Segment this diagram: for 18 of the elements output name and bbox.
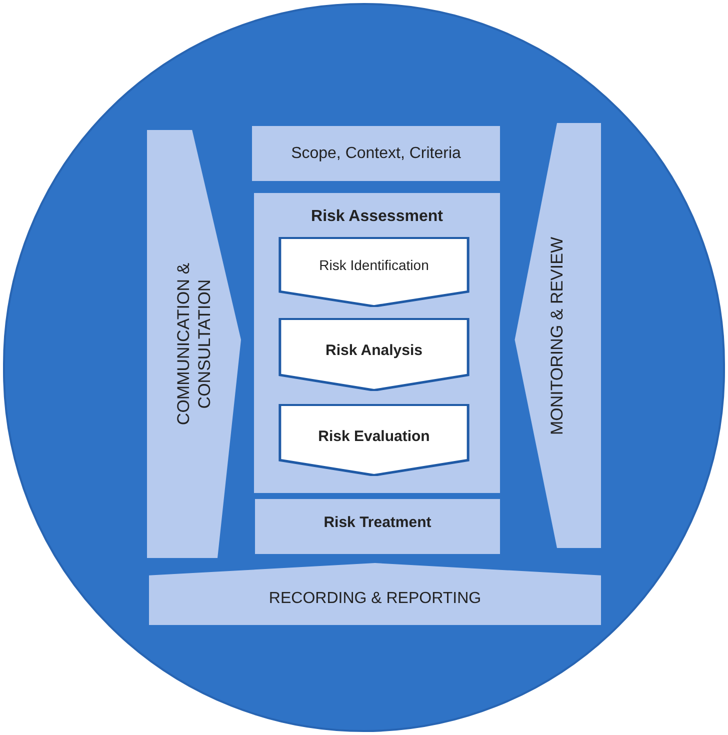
box-label: RECORDING & REPORTING xyxy=(268,589,482,609)
box-label: Risk Treatment xyxy=(324,514,432,533)
box-label: Risk Identification xyxy=(319,257,429,275)
process-box xyxy=(252,126,500,181)
chevron-box xyxy=(278,404,470,476)
panel-label: MONITORING & REVIEW xyxy=(546,236,568,435)
group-heading: Risk Assessment xyxy=(311,207,443,227)
side-arrow-panel xyxy=(513,123,601,548)
side-arrow-panel xyxy=(147,130,241,558)
panel-label: COMMUNICATION & CONSULTATION xyxy=(173,262,215,428)
group-panel xyxy=(254,193,500,493)
process-box xyxy=(255,499,500,554)
box-label: Risk Analysis xyxy=(326,342,422,361)
chevron-box xyxy=(278,237,470,307)
chevron-box xyxy=(278,318,470,391)
base-arrow-panel xyxy=(149,563,601,625)
box-label: Risk Evaluation xyxy=(318,428,430,446)
box-label: Scope, Context, Criteria xyxy=(291,144,461,164)
